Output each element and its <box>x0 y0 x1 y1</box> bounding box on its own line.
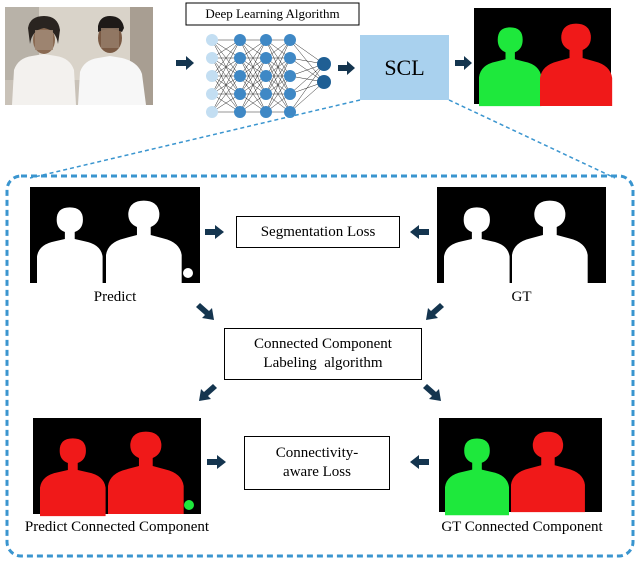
predict-caption: Predict <box>93 289 137 305</box>
gt-cc-image <box>439 418 602 516</box>
segmentation-loss-box: Segmentation Loss <box>236 216 400 248</box>
zoom-line-left <box>29 99 361 179</box>
scl-block <box>360 35 449 100</box>
algorithm-label-box <box>185 2 360 26</box>
gt-mask-image <box>437 187 606 286</box>
connectivity-label-line2: aware Loss <box>283 464 351 480</box>
ccl-label-line2: Labeling algorithm <box>263 355 383 371</box>
ccl-algorithm-box: Connected Component Labeling algorithm <box>224 328 422 380</box>
predict-mask-image <box>30 187 200 286</box>
connectivity-label-line1: Connectivity- <box>275 445 359 462</box>
algorithm-label: Deep Learning Algorithm <box>205 6 340 21</box>
arrow-ccl-to-gt-cc <box>423 384 441 401</box>
connectivity-loss-box: Connectivity- aware Loss <box>244 436 390 490</box>
neural-network-nodes <box>206 34 331 118</box>
predict-cc-image <box>33 418 201 517</box>
input-photo <box>5 7 153 105</box>
arrow-predict-cc-to-loss <box>207 455 226 469</box>
segmentation-loss-label: Segmentation Loss <box>260 223 376 240</box>
arrow-scl-to-output <box>455 56 472 70</box>
arrow-gt-to-ccl <box>426 303 444 320</box>
predict-cc-caption: Predict Connected Component <box>24 519 210 535</box>
arrow-gt-cc-to-loss <box>410 455 429 469</box>
ccl-label-line1: Connected Component <box>254 336 392 353</box>
arrow-predict-to-ccl <box>196 303 214 320</box>
arrow-photo-to-network <box>176 56 194 70</box>
zoom-line-right <box>448 99 616 179</box>
arrow-network-to-scl <box>338 61 355 75</box>
scl-label: SCL <box>384 55 425 80</box>
output-mask-image <box>474 8 613 107</box>
arrow-ccl-to-predict-cc <box>199 384 217 401</box>
detail-frame <box>5 174 635 558</box>
arrow-gt-to-seg-loss <box>410 225 429 239</box>
gt-cc-caption: GT Connected Component <box>441 519 603 535</box>
arrow-predict-to-seg-loss <box>205 225 224 239</box>
gt-caption: GT <box>511 289 532 305</box>
